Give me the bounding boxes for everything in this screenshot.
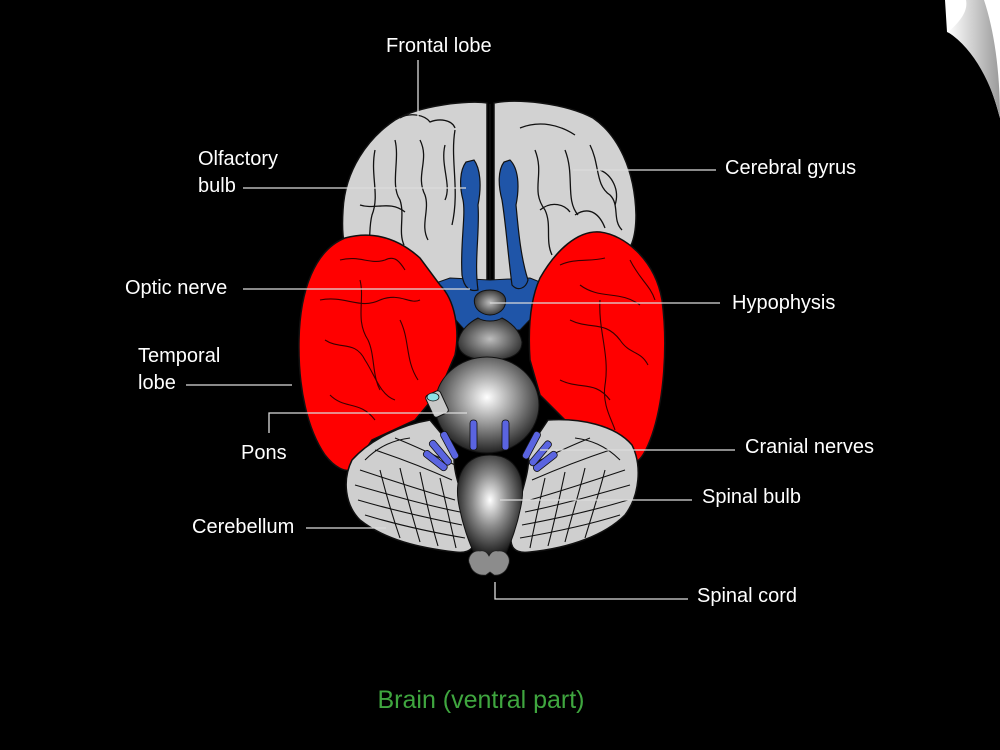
trigeminal-nerve-tip [426, 392, 440, 402]
label-cranial-nerves: Cranial nerves [745, 436, 874, 458]
leader-pons [268, 412, 467, 433]
leader-spinal-cord [494, 582, 688, 600]
page-curl-shade [948, 0, 1000, 118]
label-hypophysis: Hypophysis [732, 292, 836, 314]
temporal-sulci [319, 257, 656, 431]
label-frontal-lobe: Frontal lobe [386, 35, 492, 57]
temporal-lobes [298, 231, 666, 472]
spinal-cord [468, 550, 510, 576]
label-pons: Pons [241, 442, 287, 464]
right-temporal-lobe [528, 231, 666, 463]
label-cerebral-gyrus: Cerebral gyrus [725, 157, 857, 179]
label-cerebellum: Cerebellum [192, 516, 295, 538]
label-olfactory-bulb-line1: Olfactory [198, 148, 279, 170]
leader-lines [186, 60, 735, 600]
label-temporal-lobe-line2: lobe [138, 372, 176, 394]
left-temporal-lobe [298, 234, 458, 472]
mammillary-region [457, 317, 523, 361]
label-temporal-lobe-line1: Temporal [138, 345, 221, 367]
right-olfactory-bulb [498, 159, 529, 290]
cranial-nerves [422, 419, 558, 472]
left-olfactory-bulb [460, 159, 481, 292]
label-spinal-bulb: Spinal bulb [702, 486, 801, 508]
label-spinal-cord: Spinal cord [697, 585, 798, 607]
label-optic-nerve: Optic nerve [125, 277, 228, 299]
frontal-sulci [359, 114, 623, 256]
label-olfactory-bulb-line2: bulb [198, 175, 236, 197]
pons [434, 356, 540, 454]
diagram-caption: Brain (ventral part) [377, 686, 585, 714]
